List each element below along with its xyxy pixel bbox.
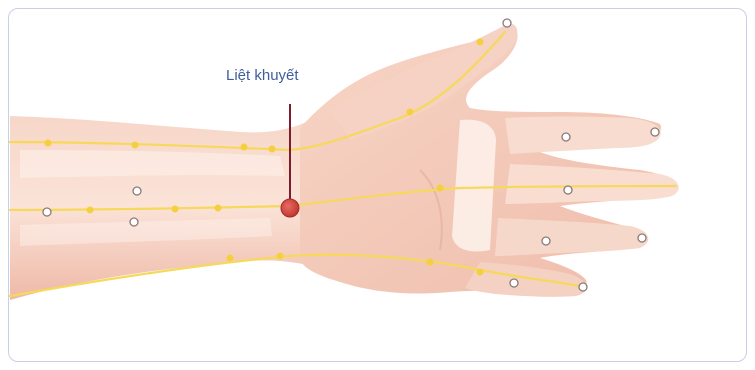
meridian-dot (215, 205, 222, 212)
acupoint (579, 283, 587, 291)
acupoint (651, 128, 659, 136)
meridian-dot (427, 259, 434, 266)
meridian-dot (45, 140, 52, 147)
meridian-dot (269, 146, 276, 153)
acupoint (564, 186, 572, 194)
acupoint (43, 208, 51, 216)
acupoint (133, 187, 141, 195)
acupoint (510, 279, 518, 287)
liet-khuyet-point (281, 199, 299, 217)
acupoint (638, 234, 646, 242)
meridian-dot (277, 253, 284, 260)
meridian-dot (477, 39, 484, 46)
meridian-dot (227, 255, 234, 262)
acupoint (542, 237, 550, 245)
ring-finger (495, 218, 648, 256)
middle-finger (505, 164, 679, 204)
acupoint (130, 218, 138, 226)
meridian-dot (241, 144, 248, 151)
meridian-dot (437, 185, 444, 192)
little-finger (465, 262, 586, 297)
meridian-dot (172, 206, 179, 213)
meridian-dot (477, 269, 484, 276)
meridian-dot (407, 109, 414, 116)
acupoint (503, 19, 511, 27)
index-finger (505, 117, 661, 155)
acupoint-label: Liệt khuyết (226, 67, 299, 84)
meridian-dot (87, 207, 94, 214)
acupoint (562, 133, 570, 141)
meridian-dot (132, 142, 139, 149)
